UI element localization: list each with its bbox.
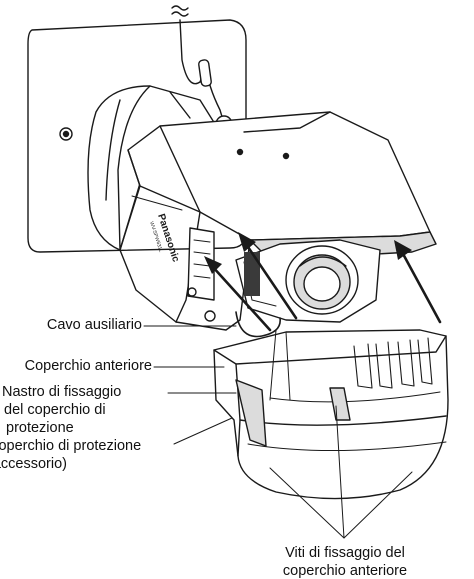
label-front-cover-screws-line2: coperchio anteriore xyxy=(282,563,408,579)
label-aux-cable: Cavo ausiliario xyxy=(46,317,142,333)
auxiliary-cable xyxy=(235,311,281,338)
leader-lines xyxy=(143,325,413,539)
label-cover-tape-line1: Nastro di fissaggio xyxy=(2,384,122,400)
label-front-cover: Coperchio anteriore xyxy=(24,358,152,374)
label-cover-tape-line3: protezione xyxy=(6,420,74,436)
camera-lens-area xyxy=(187,227,381,323)
protective-cover xyxy=(213,329,449,500)
mounting-arrows xyxy=(204,232,442,332)
label-protective-cover-line1: Coperchio di protezione xyxy=(0,438,142,454)
label-protective-cover-line2: (accessorio) xyxy=(0,456,67,472)
label-front-cover-screws-line1: Viti di fissaggio del xyxy=(285,545,405,561)
label-cover-tape-line2: del coperchio di xyxy=(4,402,106,418)
